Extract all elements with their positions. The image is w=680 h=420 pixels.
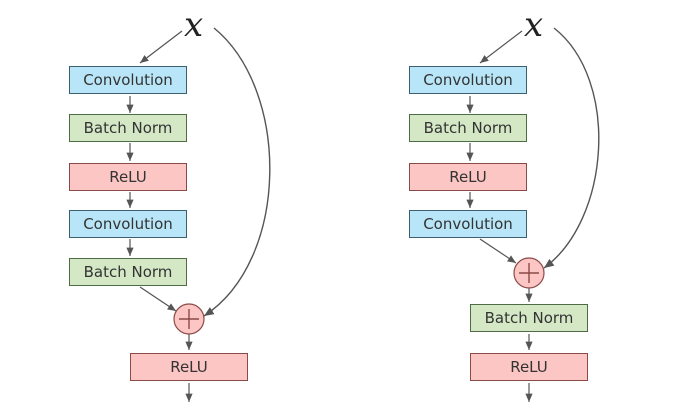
right-relu-out: ReLU <box>470 353 588 381</box>
skip-connection-right <box>543 27 600 269</box>
right-batchnorm-1: Batch Norm <box>409 114 527 142</box>
left-conv-1: Convolution <box>69 66 187 94</box>
add-node-right <box>513 257 545 289</box>
arrow-x-to-conv1-left <box>139 30 183 64</box>
right-conv-1: Convolution <box>409 66 527 94</box>
arrow-left-bn-to-add <box>139 286 177 312</box>
left-batchnorm-1: Batch Norm <box>69 114 187 142</box>
left-batchnorm-2: Batch Norm <box>69 258 187 286</box>
left-relu-1: ReLU <box>69 163 187 191</box>
input-x-left: x <box>184 5 204 45</box>
right-conv-2: Convolution <box>409 210 527 238</box>
skip-connection-left <box>203 27 271 317</box>
input-x-right: x <box>524 5 544 45</box>
right-batchnorm-out: Batch Norm <box>470 304 588 332</box>
add-node-left <box>173 303 205 335</box>
arrow-x-to-conv1-right <box>479 30 523 64</box>
right-relu-1: ReLU <box>409 163 527 191</box>
arrow-right-conv-to-add <box>479 238 517 264</box>
left-relu-out: ReLU <box>130 353 248 381</box>
left-conv-2: Convolution <box>69 210 187 238</box>
